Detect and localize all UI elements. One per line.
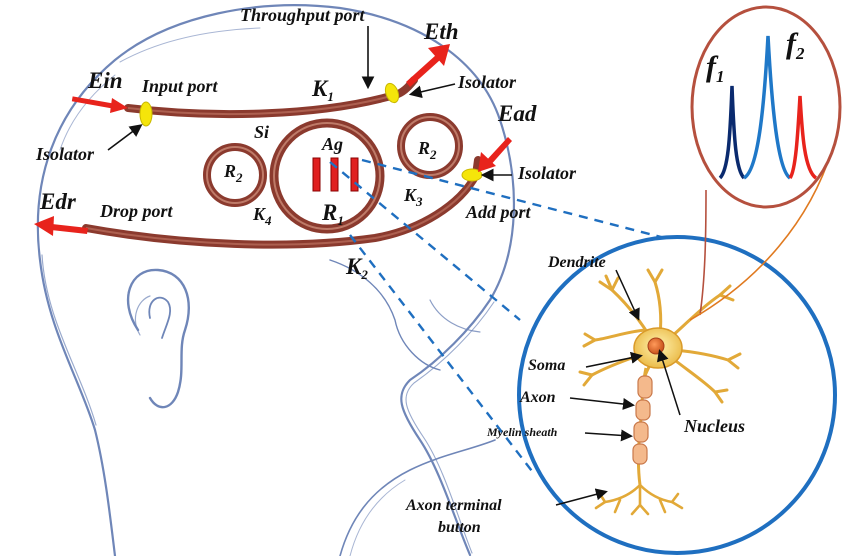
neuron-zoom-circle [517,235,837,555]
ein-arrow [71,96,128,113]
edr-arrow [34,216,88,236]
eth-label: Eth [423,19,459,44]
isolator-top-pointer [408,83,456,99]
axon-label: Axon [519,389,556,406]
f1-label: f1 [706,50,725,86]
dashed-zoom-lines [329,158,666,476]
myelin-sheath-label: Myelin sheath [486,425,558,439]
ag-bar-3 [350,157,359,192]
peak-red [788,95,818,180]
signal-arrows [34,44,512,236]
silver-bars [312,157,359,192]
spectrum-circle [690,5,842,209]
k1-label: K1 [311,76,334,104]
nucleus-body [647,337,665,355]
ring-resonators [203,113,463,234]
ear [127,268,190,409]
eth-arrow [406,44,450,87]
isolator-top-label: Isolator [457,72,517,92]
ein-label: Ein [87,68,123,93]
k4-label: K4 [252,204,272,228]
ag-bar-1 [312,157,321,192]
input-port-label: Input port [141,76,219,96]
isolator-left-label: Isolator [35,144,95,164]
myelin-segments [632,375,653,465]
text-labels: Throughput port Eth Ein Input port K1 Is… [35,5,805,536]
r1-label: R1 [321,200,344,228]
ag-label: Ag [321,134,343,154]
ag-bar-2 [330,157,339,192]
si-label: Si [254,122,269,142]
add-port-label: Add port [465,202,532,222]
soma-label: Soma [528,357,565,374]
ead-label: Ead [497,101,537,126]
isolator-left-pointer [107,124,143,151]
throughput-port-label: Throughput port [240,5,366,25]
isolator-input [139,101,153,127]
f2-label: f2 [786,27,805,63]
edr-label: Edr [39,189,77,214]
peak-dark [718,85,746,180]
peak-blue [742,35,792,180]
drop-port-label: Drop port [99,201,174,221]
k3-label: K3 [403,185,423,209]
isolators [139,82,483,182]
nucleus-label: Nucleus [683,416,745,436]
head-sketch [36,4,516,556]
neuron-pointers [555,269,681,506]
r2-right-label: R2 [417,138,437,162]
isolator-throughput [384,82,400,104]
dendrite-label: Dendrite [547,254,606,271]
axon-terminal-label-line2: button [438,519,481,536]
axon-terminal-label-line1: Axon terminal [405,497,502,514]
k2-label: K2 [345,254,368,282]
pointer-arrows [107,26,512,182]
spectrum-inset [689,5,842,321]
ead-arrow [478,137,512,172]
r2-left-label: R2 [223,161,243,185]
isolator-right-label: Isolator [517,163,577,183]
